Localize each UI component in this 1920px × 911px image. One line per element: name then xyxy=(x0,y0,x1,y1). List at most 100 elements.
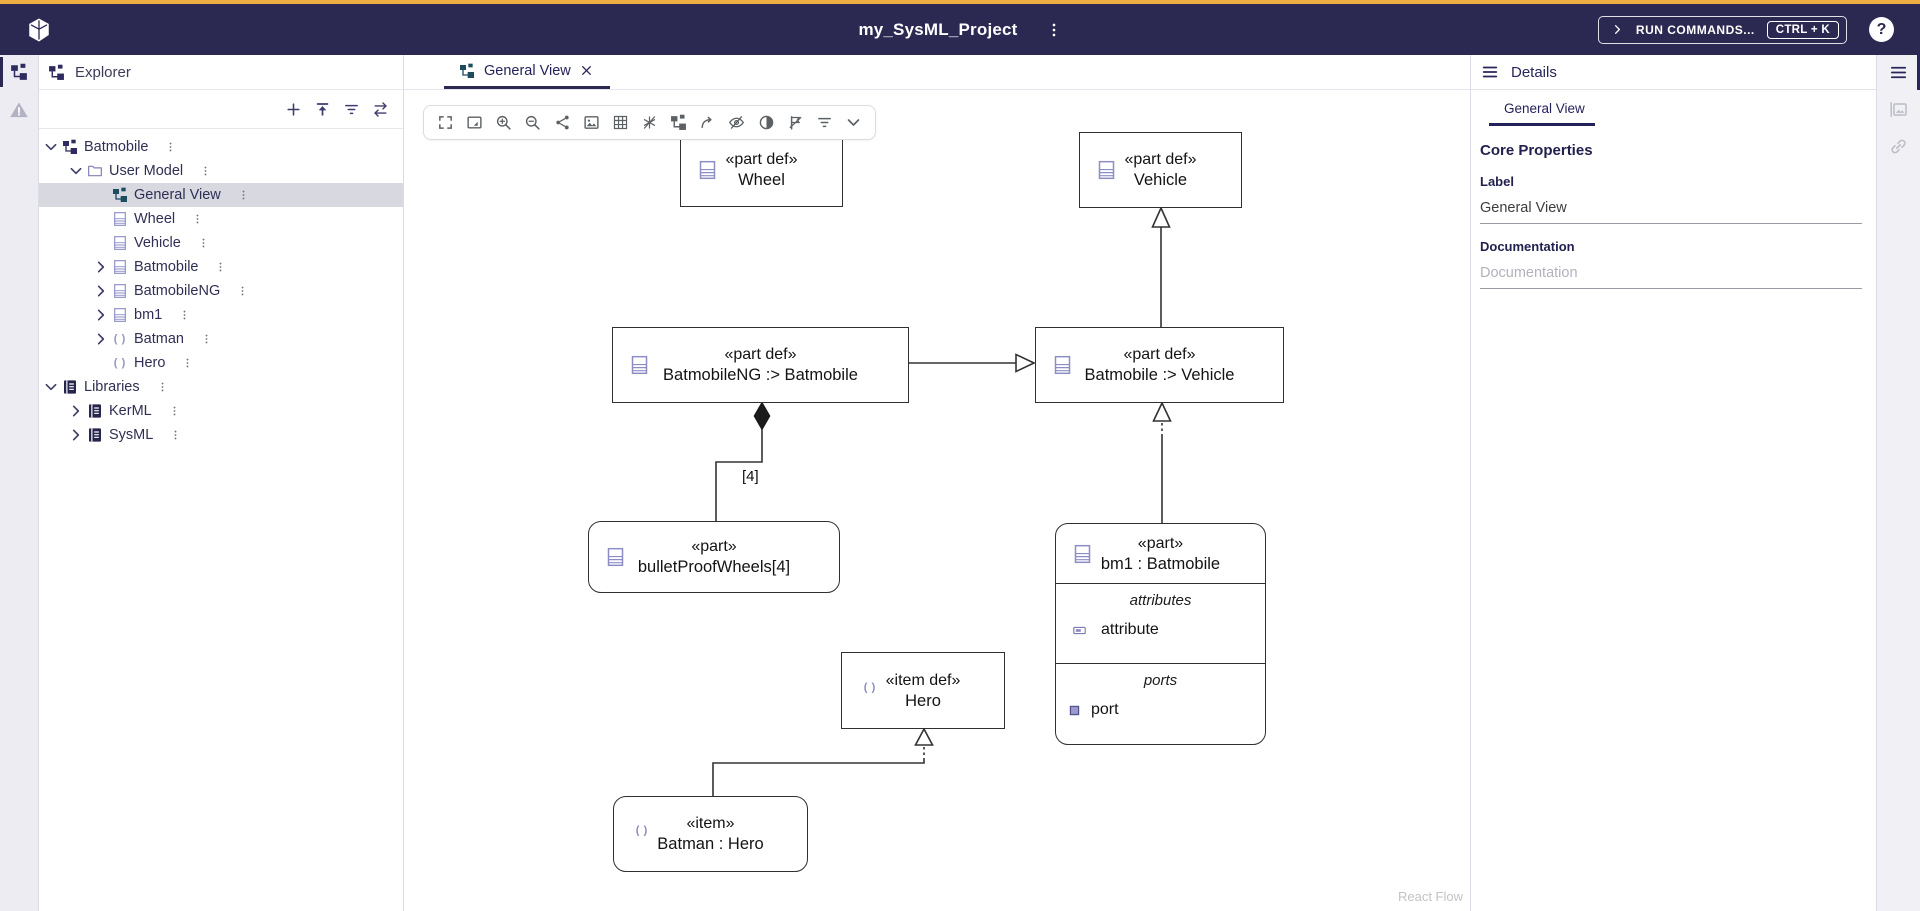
close-icon[interactable] xyxy=(580,64,593,77)
tree-item-batmobile-project[interactable]: Batmobile xyxy=(39,135,403,159)
project-menu-kebab-icon[interactable] xyxy=(1046,22,1062,38)
node-item-def-hero[interactable]: ( ) «item def» Hero xyxy=(841,652,1005,729)
tree-item-hero[interactable]: ( ) Hero xyxy=(39,351,403,375)
tree-item-label: BatmobileNG xyxy=(134,283,221,299)
node-stereotype: «part» xyxy=(1137,534,1184,552)
zoom-in-icon[interactable] xyxy=(495,114,512,131)
label-field-input[interactable]: General View xyxy=(1480,200,1862,224)
tree-item-vehicle[interactable]: Vehicle xyxy=(39,231,403,255)
representations-icon[interactable] xyxy=(1889,100,1908,119)
zoom-out-icon[interactable] xyxy=(524,114,541,131)
kebab-icon[interactable] xyxy=(165,140,176,154)
chevron-right-icon[interactable] xyxy=(68,427,84,443)
chevron-right-icon[interactable] xyxy=(93,283,109,299)
chevron-right-icon[interactable] xyxy=(93,259,109,275)
chevron-down-icon[interactable] xyxy=(43,379,59,395)
tree-item-kerml[interactable]: KerML xyxy=(39,399,403,423)
kebab-icon[interactable] xyxy=(201,332,212,346)
help-icon[interactable]: ? xyxy=(1869,17,1894,42)
tab-general-view[interactable]: General View xyxy=(444,55,610,89)
tree-item-bm1[interactable]: bm1 xyxy=(39,303,403,327)
node-stereotype: «part def» xyxy=(1124,151,1197,168)
tree-item-sysml[interactable]: SysML xyxy=(39,423,403,447)
run-commands-button[interactable]: RUN COMMANDS... CTRL + K xyxy=(1597,15,1847,44)
edge-multiplicity-label: [4] xyxy=(742,468,759,485)
chevron-down-icon[interactable] xyxy=(43,139,59,155)
kebab-icon[interactable] xyxy=(169,404,180,418)
rail-explorer-toggle[interactable] xyxy=(0,55,38,89)
chevron-down-icon[interactable] xyxy=(68,163,84,179)
export-image-icon[interactable] xyxy=(583,114,600,131)
part-def-icon xyxy=(697,157,718,182)
explorer-tree: Batmobile User Model General View xyxy=(39,129,403,447)
documentation-input[interactable]: Documentation xyxy=(1480,265,1862,289)
node-name: bulletProofWheels[4] xyxy=(637,558,791,576)
details-tab-strip: General View xyxy=(1471,90,1876,128)
details-tab-general-view[interactable]: General View xyxy=(1504,101,1585,116)
port-row[interactable]: port xyxy=(1068,701,1265,719)
kebab-icon[interactable] xyxy=(237,284,248,298)
node-part-def-batmobileng[interactable]: «part def» BatmobileNG :> Batmobile xyxy=(612,327,909,403)
related-elements-icon[interactable] xyxy=(1889,137,1908,156)
node-name: Batman : Hero xyxy=(657,835,764,853)
run-commands-label: RUN COMMANDS... xyxy=(1635,22,1755,37)
node-name: BatmobileNG :> Batmobile xyxy=(663,366,858,384)
unpin-elements-icon[interactable] xyxy=(787,114,804,131)
react-flow-attribution[interactable]: React Flow xyxy=(1397,889,1463,904)
grid-icon[interactable] xyxy=(612,114,629,131)
details-panel: Details General View Core Properties Lab… xyxy=(1470,55,1876,911)
new-object-icon[interactable] xyxy=(285,101,302,118)
snap-to-grid-off-icon[interactable] xyxy=(641,114,658,131)
kebab-icon[interactable] xyxy=(200,164,211,178)
expand-toolbar-icon[interactable] xyxy=(845,114,862,131)
chevron-right-icon[interactable] xyxy=(93,331,109,347)
upload-icon[interactable] xyxy=(314,101,331,118)
details-toggle-menu-icon[interactable] xyxy=(1889,63,1908,82)
menu-icon[interactable] xyxy=(1481,63,1499,81)
synchronize-icon[interactable] xyxy=(372,101,389,118)
node-part-def-wheel[interactable]: «part def» Wheel xyxy=(680,132,843,207)
rail-validation-toggle[interactable] xyxy=(0,89,38,123)
kebab-icon[interactable] xyxy=(179,308,190,322)
node-item-batman[interactable]: ( ) «item» Batman : Hero xyxy=(613,796,808,872)
app-logo-cube-icon[interactable] xyxy=(26,17,52,43)
tree-item-batmobile[interactable]: Batmobile xyxy=(39,255,403,279)
kebab-icon[interactable] xyxy=(215,260,226,274)
filter-icon[interactable] xyxy=(343,101,360,118)
kebab-icon[interactable] xyxy=(157,380,168,394)
chevron-right-icon[interactable] xyxy=(68,403,84,419)
tree-item-label: Batman xyxy=(134,331,184,347)
fullscreen-icon[interactable] xyxy=(437,114,454,131)
library-icon xyxy=(62,379,78,395)
fit-view-icon[interactable] xyxy=(466,114,483,131)
fade-elements-icon[interactable] xyxy=(758,114,775,131)
core-properties-heading: Core Properties xyxy=(1480,142,1593,159)
tree-item-libraries[interactable]: Libraries xyxy=(39,375,403,399)
hide-elements-icon[interactable] xyxy=(728,114,745,131)
filter-elements-icon[interactable] xyxy=(816,114,833,131)
tree-item-user-model[interactable]: User Model xyxy=(39,159,403,183)
tree-item-general-view[interactable]: General View xyxy=(39,183,403,207)
kebab-icon[interactable] xyxy=(238,188,249,202)
node-name: Batmobile :> Vehicle xyxy=(1084,366,1235,384)
kebab-icon[interactable] xyxy=(192,212,203,226)
attribute-row[interactable]: attribute xyxy=(1068,621,1265,639)
node-part-def-vehicle[interactable]: «part def» Vehicle xyxy=(1079,132,1242,208)
node-part-bm1[interactable]: «part» bm1 : Batmobile attributes attrib… xyxy=(1055,523,1266,745)
tree-item-wheel[interactable]: Wheel xyxy=(39,207,403,231)
reveal-edges-icon[interactable] xyxy=(699,114,716,131)
shortcut-badge: CTRL + K xyxy=(1766,20,1839,39)
share-icon[interactable] xyxy=(554,114,571,131)
kebab-icon[interactable] xyxy=(198,236,209,250)
tree-item-label: User Model xyxy=(109,163,184,179)
tree-item-batman[interactable]: ( ) Batman xyxy=(39,327,403,351)
tree-item-batmobileng[interactable]: BatmobileNG xyxy=(39,279,403,303)
node-part-bulletproofwheels[interactable]: «part» bulletProofWheels[4] xyxy=(588,521,840,593)
item-def-icon: ( ) xyxy=(863,681,877,693)
kebab-icon[interactable] xyxy=(182,356,193,370)
tree-item-label: Vehicle xyxy=(134,235,181,251)
chevron-right-icon[interactable] xyxy=(93,307,109,323)
kebab-icon[interactable] xyxy=(170,428,181,442)
arrange-all-icon[interactable] xyxy=(670,114,687,131)
node-part-def-batmobile[interactable]: «part def» Batmobile :> Vehicle xyxy=(1035,327,1284,403)
